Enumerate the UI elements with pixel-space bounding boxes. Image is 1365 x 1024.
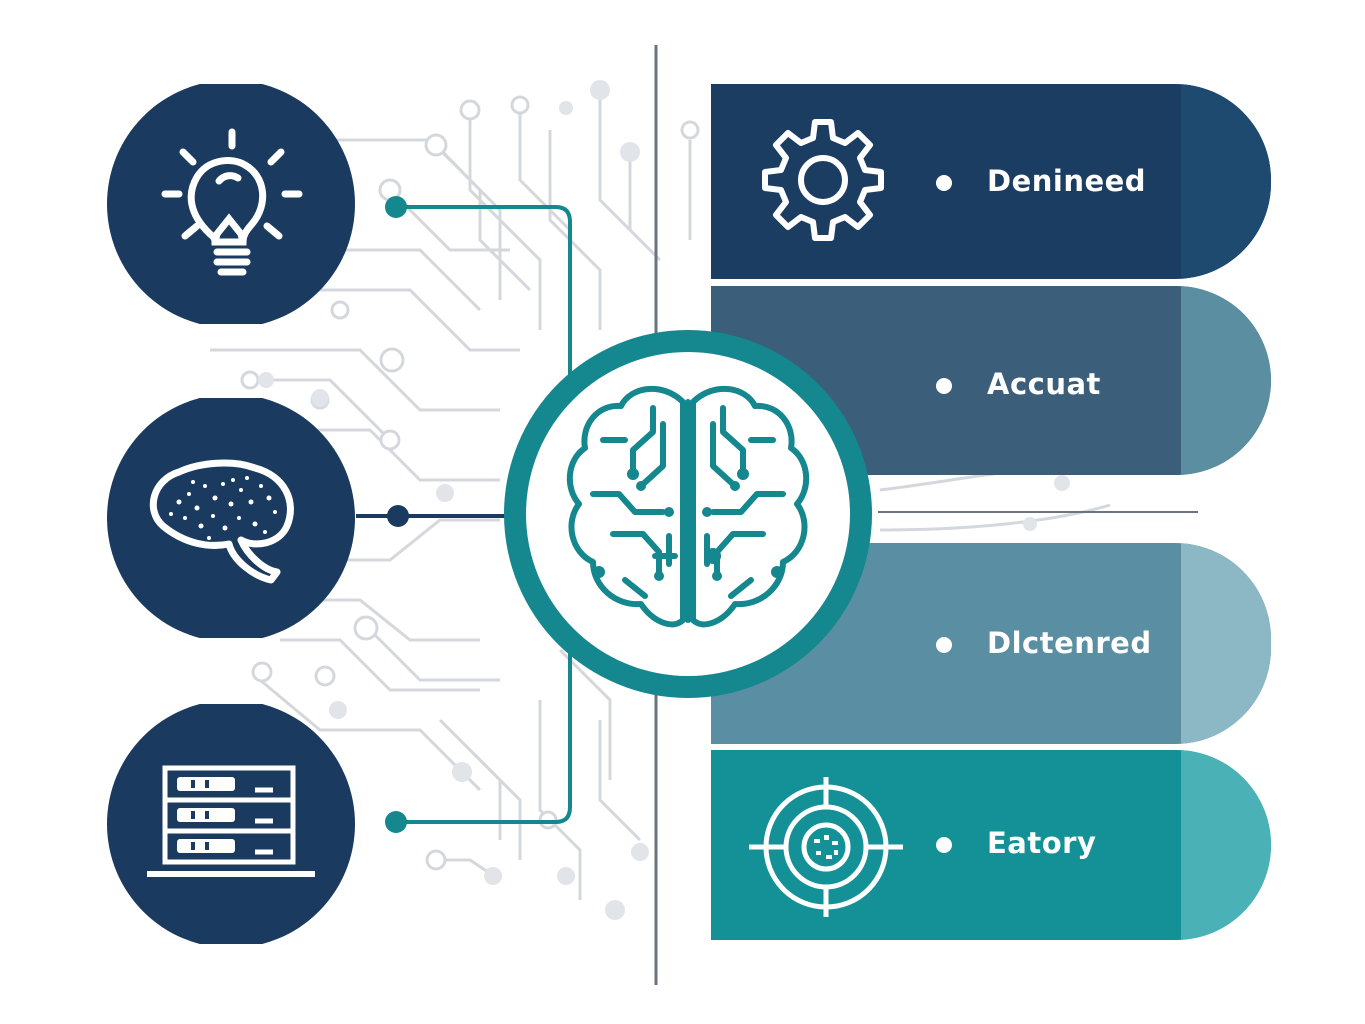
panel-eatory: Eatory: [711, 750, 1271, 940]
bullet-icon: [936, 378, 952, 394]
brain-particles-icon: [107, 398, 355, 638]
bullet-icon: [936, 637, 952, 653]
target-icon: [749, 777, 903, 917]
server-rack-icon: [107, 704, 355, 944]
panel-label: Denineed: [987, 164, 1147, 198]
circuit-brain-icon: [504, 330, 872, 698]
bullet-icon: [936, 175, 952, 191]
bullet-icon: [936, 837, 952, 853]
panel-label: Eatory: [987, 826, 1097, 860]
panel-label: Dlctenred: [987, 626, 1152, 660]
gear-icon: [762, 119, 884, 241]
lightbulb-icon: [107, 84, 355, 324]
panel-denineed: Denineed: [711, 84, 1271, 279]
panel-label: Accuat: [987, 367, 1101, 401]
